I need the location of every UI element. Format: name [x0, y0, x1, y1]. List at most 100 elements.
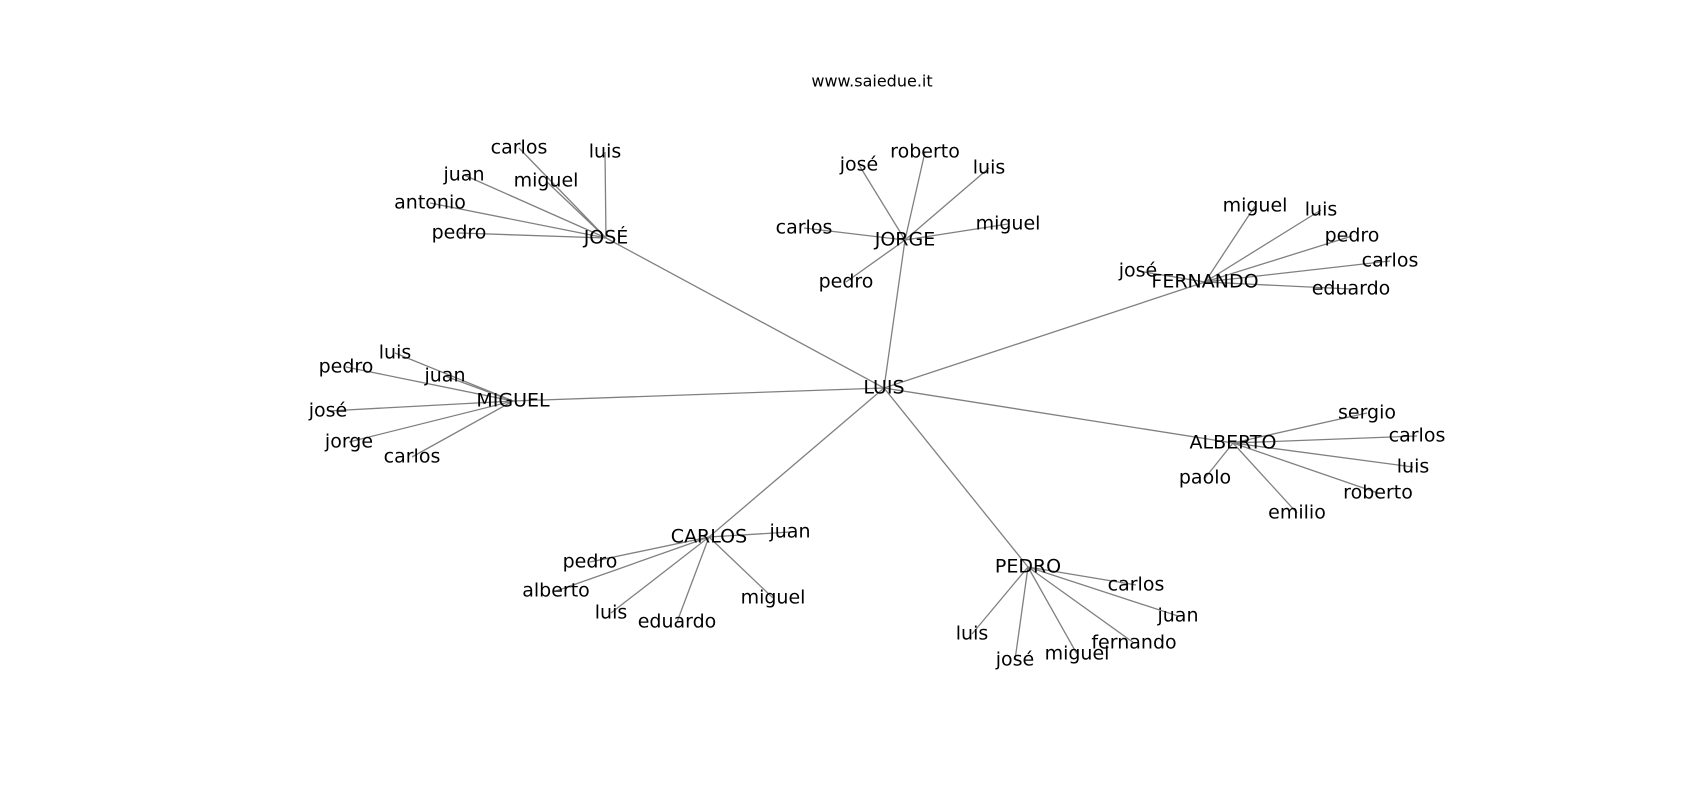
leaf-node-label-miguel-jorge: jorge — [324, 431, 373, 453]
edge-root-fernando — [883, 281, 1206, 389]
leaf-node-label-alberto-emilio: emilio — [1268, 502, 1326, 524]
hub-node-label-alberto: ALBERTO — [1189, 432, 1276, 454]
edge-root-pedro — [883, 387, 1029, 568]
leaf-node-label-carlos-eduardo: eduardo — [638, 611, 717, 633]
edge-jorge-jose — [858, 164, 906, 241]
edge-jorge-roberto — [904, 151, 926, 241]
leaf-node-label-jorge-carlos: carlos — [776, 217, 833, 239]
page-title: www.saiedue.it — [811, 72, 932, 91]
edge-miguel-jose — [327, 400, 514, 412]
leaf-node-label-miguel-jose: josé — [308, 400, 348, 422]
edge-miguel-jorge — [348, 400, 514, 443]
leaf-node-label-alberto-luis: luis — [1397, 456, 1430, 478]
leaf-node-label-carlos-pedro: pedro — [563, 551, 618, 573]
edge-jose-juan — [463, 174, 607, 239]
leaf-node-label-carlos-miguel: miguel — [741, 587, 806, 609]
leaf-node-label-jose-antonio: antonio — [394, 192, 466, 214]
label-layer: LUIS JOSÉ carlos luis juan miguel antonio pedro… — [308, 137, 1446, 671]
edge-miguel-carlos — [411, 400, 514, 458]
edge-jose-antonio — [429, 202, 607, 239]
edge-fernando-luis — [1204, 209, 1322, 283]
edge-alberto-luis — [1232, 442, 1414, 468]
leaf-node-label-jose-pedro: pedro — [432, 222, 487, 244]
edge-jose-luis — [604, 151, 607, 239]
leaf-node-label-fernando-jose: josé — [1118, 260, 1158, 282]
leaf-node-label-alberto-paolo: paolo — [1179, 467, 1231, 489]
edge-fernando-miguel — [1204, 205, 1256, 283]
leaf-node-label-jorge-jose: josé — [839, 154, 879, 176]
edge-root-alberto — [883, 387, 1234, 444]
edge-root-miguel — [512, 387, 885, 402]
edge-jose-miguel — [545, 180, 607, 239]
hub-node-label-miguel: MIGUEL — [476, 390, 550, 412]
edge-jorge-carlos — [803, 227, 906, 241]
edge-jose-carlos — [518, 147, 607, 239]
edge-root-jose — [605, 237, 885, 389]
leaf-node-label-alberto-roberto: roberto — [1343, 482, 1413, 504]
leaf-node-label-fernando-carlos: carlos — [1362, 250, 1419, 272]
leaf-node-label-fernando-luis: luis — [1305, 199, 1338, 221]
leaf-node-label-miguel-pedro: pedro — [319, 356, 374, 378]
edge-carlos-pedro — [589, 536, 710, 563]
edge-root-carlos — [708, 387, 885, 538]
leaf-node-label-jorge-luis: luis — [973, 157, 1006, 179]
edge-jorge-luis — [904, 167, 990, 241]
leaf-node-label-miguel-juan: juan — [423, 365, 465, 387]
edge-jose-pedro — [458, 232, 607, 239]
leaf-node-label-pedro-carlos: carlos — [1108, 574, 1165, 596]
leaf-node-label-jorge-pedro: pedro — [819, 271, 874, 293]
edge-pedro-luis — [971, 566, 1029, 635]
leaf-node-label-miguel-carlos: carlos — [384, 446, 441, 468]
edge-root-jorge — [883, 239, 906, 389]
edge-fernando-pedro — [1204, 235, 1353, 283]
leaf-node-label-jose-miguel: miguel — [514, 170, 579, 192]
edge-miguel-luis — [394, 352, 514, 402]
leaf-node-label-alberto-sergio: sergio — [1338, 402, 1396, 424]
edge-pedro-jose — [1014, 566, 1029, 661]
edge-pedro-carlos — [1027, 566, 1137, 586]
edge-jorge-miguel — [904, 223, 1009, 241]
edge-alberto-emilio — [1232, 442, 1298, 514]
edge-carlos-juan — [708, 531, 791, 538]
leaf-node-label-pedro-fernando: fernando — [1091, 632, 1176, 654]
leaf-node-label-pedro-juan: juan — [1156, 605, 1198, 627]
edge-carlos-eduardo — [676, 536, 710, 623]
edge-layer — [327, 147, 1418, 661]
edge-miguel-pedro — [345, 366, 514, 402]
leaf-node-label-fernando-miguel: miguel — [1223, 195, 1288, 217]
hub-node-label-fernando: FERNANDO — [1151, 271, 1258, 293]
edge-carlos-miguel — [708, 536, 774, 599]
leaf-node-label-carlos-luis: luis — [595, 602, 628, 624]
edge-pedro-miguel — [1027, 566, 1078, 655]
edge-jorge-pedro — [845, 239, 906, 283]
edge-miguel-juan — [444, 375, 514, 402]
leaf-node-label-jose-juan: juan — [442, 164, 484, 186]
leaf-node-label-miguel-luis: luis — [379, 342, 412, 364]
leaf-node-label-alberto-carlos: carlos — [1389, 425, 1446, 447]
edge-fernando-jose — [1137, 270, 1206, 283]
leaf-node-label-jose-luis: luis — [589, 141, 622, 163]
edge-pedro-juan — [1027, 566, 1179, 617]
root-node-label: LUIS — [863, 377, 904, 399]
leaf-node-label-jose-carlos: carlos — [491, 137, 548, 159]
edge-fernando-eduardo — [1204, 281, 1352, 290]
edge-alberto-paolo — [1204, 442, 1234, 479]
edge-pedro-fernando — [1027, 566, 1135, 644]
leaf-node-label-jorge-roberto: roberto — [890, 141, 960, 163]
hub-node-label-jorge: JORGE — [874, 229, 936, 251]
edge-alberto-sergio — [1232, 412, 1368, 444]
leaf-node-label-fernando-pedro: pedro — [1325, 225, 1380, 247]
edge-alberto-carlos — [1232, 435, 1418, 444]
edge-carlos-luis — [610, 536, 710, 614]
hub-node-label-jose: JOSÉ — [583, 226, 629, 249]
edge-carlos-alberto — [555, 536, 710, 592]
edge-alberto-roberto — [1232, 442, 1379, 494]
leaf-node-label-pedro-luis: luis — [956, 623, 989, 645]
leaf-node-label-jorge-miguel: miguel — [976, 213, 1041, 235]
leaf-node-label-fernando-eduardo: eduardo — [1312, 278, 1391, 300]
hub-node-label-carlos: CARLOS — [671, 526, 747, 548]
edge-fernando-carlos — [1204, 260, 1391, 283]
leaf-node-label-carlos-alberto: alberto — [522, 580, 590, 602]
leaf-node-label-pedro-miguel: miguel — [1045, 643, 1110, 665]
